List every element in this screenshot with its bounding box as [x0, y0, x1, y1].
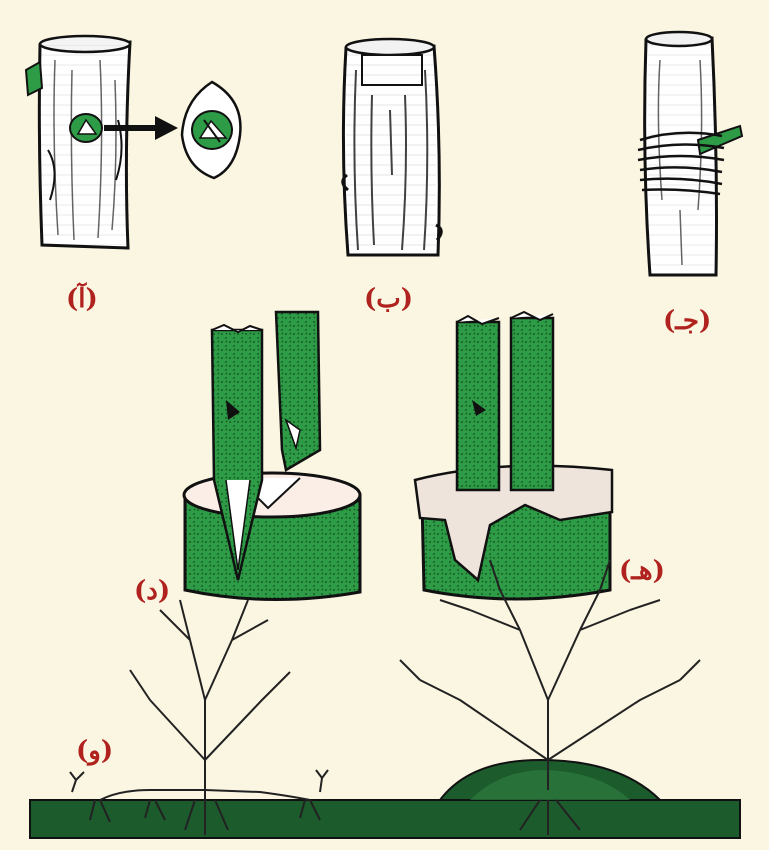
panel-d-cleft-graft: [184, 312, 360, 600]
panel-c-bound-graft: [638, 32, 742, 275]
label-c: (جـ): [663, 306, 711, 336]
label-e: (هـ): [619, 556, 665, 586]
label-f: (و): [76, 736, 113, 766]
panel-a-bud-graft: [26, 36, 240, 248]
bud-on-trunk: [70, 114, 102, 142]
label-a: (آ): [66, 284, 98, 314]
panel-b-rootstock: [343, 39, 442, 255]
side-leaf: [26, 62, 42, 95]
bud-shield: [182, 82, 240, 178]
label-d: (د): [134, 576, 170, 606]
scion-second: [276, 312, 320, 470]
label-b: (ب): [364, 284, 413, 314]
panel-e-waxed-graft: [415, 312, 612, 599]
